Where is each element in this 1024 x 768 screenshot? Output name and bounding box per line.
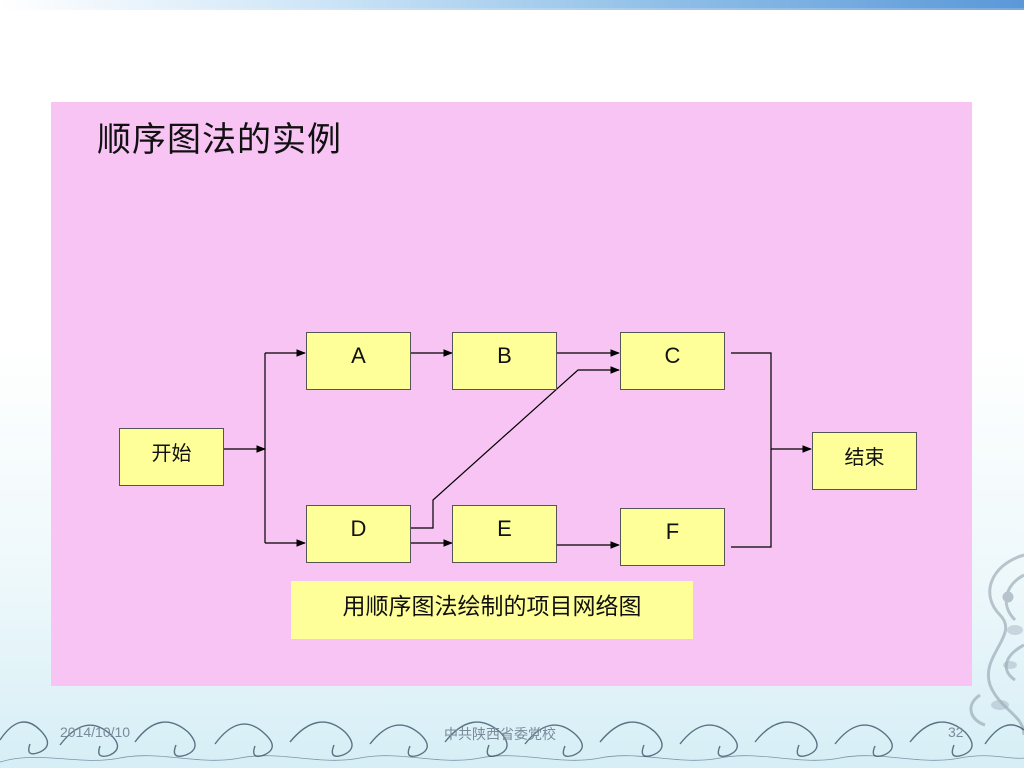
node-b: B — [452, 332, 557, 390]
edge-f-merge — [731, 449, 772, 548]
node-c: C — [620, 332, 725, 390]
dragon-decoration — [969, 553, 1024, 736]
node-start: 开始 — [119, 428, 224, 486]
top-decor-line — [0, 8, 1024, 10]
diagram-caption: 用顺序图法绘制的项目网络图 — [291, 581, 693, 639]
footer-page-number: 32 — [948, 724, 964, 740]
footer-date: 2014/10/10 — [60, 724, 131, 740]
top-decor-bar — [0, 0, 1024, 8]
node-a: A — [306, 332, 411, 390]
footer-organization: 中共陕西省委党校 — [444, 727, 556, 743]
node-e: E — [452, 505, 557, 563]
edge-c-merge — [731, 352, 772, 449]
node-d: D — [306, 505, 411, 563]
wave-decoration — [0, 721, 1024, 763]
node-f: F — [620, 508, 725, 566]
edge-d-c — [411, 366, 620, 529]
slide-title: 顺序图法的实例 — [97, 120, 342, 160]
node-end: 结束 — [812, 432, 917, 490]
